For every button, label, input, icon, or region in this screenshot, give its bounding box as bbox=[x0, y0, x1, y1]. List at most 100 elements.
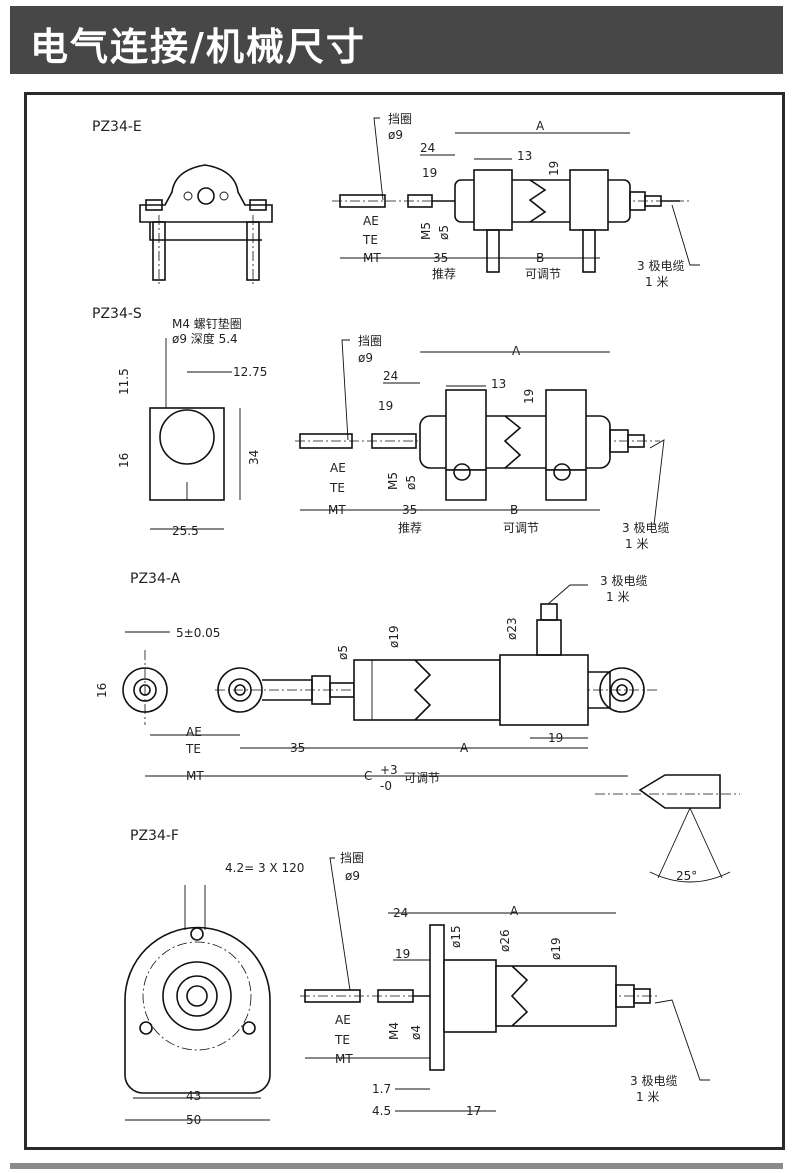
note-recommend-e: 推荐 bbox=[432, 267, 456, 281]
dim-b-s: B bbox=[510, 503, 518, 517]
dim-o19-f: ø19 bbox=[549, 937, 563, 960]
dim-c-a: C bbox=[364, 769, 372, 783]
tol-minus-a: -0 bbox=[380, 779, 392, 793]
cable-length-s: 1 米 bbox=[625, 537, 648, 551]
dim-ae-e: AE bbox=[363, 214, 379, 228]
holes-label-f: 4.2= 3 X 120 bbox=[225, 861, 304, 875]
cable-label-a: 3 极电缆 bbox=[600, 574, 647, 588]
header-banner: 电气连接/机械尺寸 bbox=[10, 6, 783, 74]
dim-b-e: B bbox=[536, 251, 544, 265]
swivel-angle-view-a: 25° bbox=[595, 774, 740, 883]
dim-50-f: 50 bbox=[186, 1113, 201, 1127]
dim-115-s: 11.5 bbox=[117, 368, 131, 395]
dim-35-a: 35 bbox=[290, 741, 305, 755]
cable-length-e: 1 米 bbox=[645, 275, 668, 289]
dim-16-s: 16 bbox=[117, 453, 131, 468]
side-view-e: A 24 13 19 19 AE TE MT M5 ø5 35 B 推荐 可调节… bbox=[332, 112, 700, 289]
side-view-f: 挡圈 ø9 24 A ø15 ø26 ø19 19 AE TE MT M4 ø4… bbox=[300, 851, 710, 1118]
side-view-s: A 24 13 19 19 AE TE MT M5 ø5 35 B 推荐 可调节… bbox=[295, 334, 669, 551]
dim-35-s: 35 bbox=[402, 503, 417, 517]
ring-label-f: 挡圈 bbox=[340, 851, 364, 865]
dim-te-s: TE bbox=[329, 481, 345, 495]
dim-ae-a: AE bbox=[186, 725, 202, 739]
dim-34-s: 34 bbox=[247, 450, 261, 465]
section-pz34-f: PZ34-F 4.2= 3 X 120 43 50 bbox=[124, 828, 710, 1127]
dim-m4-f: M4 bbox=[387, 1022, 401, 1040]
page-title: 电气连接/机械尺寸 bbox=[30, 25, 366, 69]
dim-19a-s: 19 bbox=[378, 399, 393, 413]
cable-label-s: 3 极电缆 bbox=[622, 521, 669, 535]
dim-a-a: A bbox=[460, 741, 469, 755]
ring-dia-s: ø9 bbox=[358, 351, 373, 365]
dim-19b-e: 19 bbox=[547, 161, 561, 176]
dim-o15-f: ø15 bbox=[449, 925, 463, 948]
dim-m5-s: M5 bbox=[386, 472, 400, 490]
section-pz34-e: PZ34-E bbox=[92, 112, 700, 289]
section-pz34-a: PZ34-A 5±0.05 16 bbox=[95, 571, 740, 883]
model-label-pz34-s: PZ34-S bbox=[92, 306, 142, 322]
dim-17-f: 17 bbox=[466, 1104, 481, 1118]
dim-a-f: A bbox=[510, 904, 519, 918]
note-adjustable-s: 可调节 bbox=[503, 521, 539, 535]
side-view-a: 3 极电缆 1 米 ø5 ø19 ø23 AE TE 35 A 19 MT C … bbox=[145, 574, 660, 793]
note-adjustable-e: 可调节 bbox=[525, 267, 561, 281]
ring-dia-e: ø9 bbox=[388, 128, 403, 142]
model-label-pz34-f: PZ34-F bbox=[130, 828, 179, 844]
dim-45-f: 4.5 bbox=[372, 1104, 391, 1118]
note-recommend-s: 推荐 bbox=[398, 521, 422, 535]
dim-1275-s: 12.75 bbox=[233, 365, 267, 379]
cable-label-f: 3 极电缆 bbox=[630, 1074, 677, 1088]
dim-13-s: 13 bbox=[491, 377, 506, 391]
dim-mt-a: MT bbox=[186, 769, 204, 783]
section-pz34-s: PZ34-S M4 螺钉垫圈 ø9 深度 5.4 12.75 11.5 16 3… bbox=[92, 306, 669, 551]
ring-dia-f: ø9 bbox=[345, 869, 360, 883]
flange-front-view-f: 43 50 bbox=[124, 885, 271, 1127]
dim-o19-a: ø19 bbox=[387, 625, 401, 648]
dim-24-f: 24 bbox=[393, 906, 408, 920]
dim-o5-s: ø5 bbox=[404, 475, 418, 490]
tol-plus-a: +3 bbox=[380, 763, 398, 777]
dim-43-f: 43 bbox=[186, 1089, 201, 1103]
dim-19b-s: 19 bbox=[522, 389, 536, 404]
dim-35-e: 35 bbox=[433, 251, 448, 265]
dim-te-e: TE bbox=[362, 233, 378, 247]
dim-19a-e: 19 bbox=[422, 166, 437, 180]
dim-o4-f: ø4 bbox=[409, 1025, 423, 1040]
rod-end-view-a: 5±0.05 16 bbox=[95, 626, 220, 725]
dim-19-a: 19 bbox=[548, 731, 563, 745]
ring-label-s: 挡圈 bbox=[358, 334, 382, 348]
dim-255-s: 25.5 bbox=[172, 524, 199, 538]
dim-o26-f: ø26 bbox=[498, 929, 512, 952]
dim-13-e: 13 bbox=[517, 149, 532, 163]
dim-a-s: A bbox=[512, 344, 521, 358]
note-adjustable-a: 可调节 bbox=[404, 771, 440, 785]
dim-mt-f: MT bbox=[335, 1052, 353, 1066]
mount-end-view-e bbox=[139, 164, 273, 285]
dim-17a-f: 1.7 bbox=[372, 1082, 391, 1096]
dim-24-s: 24 bbox=[383, 369, 398, 383]
screw-label-s: M4 螺钉垫圈 bbox=[172, 316, 242, 331]
drawing-frame bbox=[24, 92, 785, 1150]
model-label-pz34-a: PZ34-A bbox=[130, 571, 181, 587]
model-label-pz34-e: PZ34-E bbox=[92, 119, 142, 135]
bottom-divider bbox=[10, 1163, 783, 1169]
dim-te-f: TE bbox=[334, 1033, 350, 1047]
swivel-angle-label: 25° bbox=[676, 869, 697, 883]
ring-label-e: 挡圈 bbox=[388, 112, 412, 126]
tolerance-label-a: 5±0.05 bbox=[176, 626, 220, 640]
mount-top-view-s: M4 螺钉垫圈 ø9 深度 5.4 12.75 11.5 16 34 25.5 bbox=[117, 316, 267, 538]
dim-o5-a: ø5 bbox=[336, 645, 350, 660]
dim-19-f: 19 bbox=[395, 947, 410, 961]
dim-o23-a: ø23 bbox=[505, 617, 519, 640]
dim-m5-e: M5 bbox=[419, 222, 433, 240]
cable-length-a: 1 米 bbox=[606, 590, 629, 604]
dim-a-e: A bbox=[536, 119, 545, 133]
dim-te-a: TE bbox=[185, 742, 201, 756]
dim-o5-e: ø5 bbox=[437, 225, 451, 240]
dim-ae-s: AE bbox=[330, 461, 346, 475]
cable-label-e: 3 极电缆 bbox=[637, 259, 684, 273]
dim-ae-f: AE bbox=[335, 1013, 351, 1027]
depth-label-s: ø9 深度 5.4 bbox=[172, 331, 238, 346]
dim-24-e: 24 bbox=[420, 141, 435, 155]
